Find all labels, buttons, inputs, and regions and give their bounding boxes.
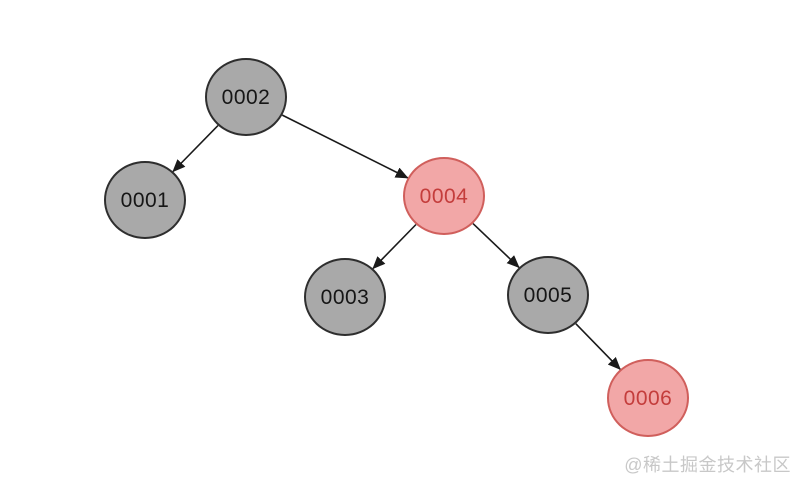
tree-node-0005: 0005 (507, 256, 589, 334)
tree-edge-0005-0006 (575, 323, 621, 371)
tree-edges (172, 114, 621, 371)
tree-edge-0004-0003 (372, 223, 417, 270)
tree-node-label: 0002 (221, 85, 271, 109)
watermark: @稀土掘金技术社区 (624, 455, 791, 475)
tree-edge-0002-0001 (172, 124, 219, 173)
tree-node-0001: 0001 (104, 161, 186, 239)
tree-node-label: 0005 (523, 283, 573, 307)
tree-node-label: 0006 (623, 386, 673, 410)
tree-node-label: 0004 (419, 184, 469, 208)
tree-edge-0004-0005 (472, 223, 520, 269)
tree-node-label: 0001 (120, 188, 170, 212)
tree-node-label: 0003 (320, 285, 370, 309)
tree-node-0003: 0003 (304, 258, 386, 336)
tree-node-0002: 0002 (205, 58, 287, 136)
tree-node-0004: 0004 (403, 157, 485, 235)
tree-node-0006: 0006 (607, 359, 689, 437)
tree-edge-0002-0004 (281, 114, 409, 179)
